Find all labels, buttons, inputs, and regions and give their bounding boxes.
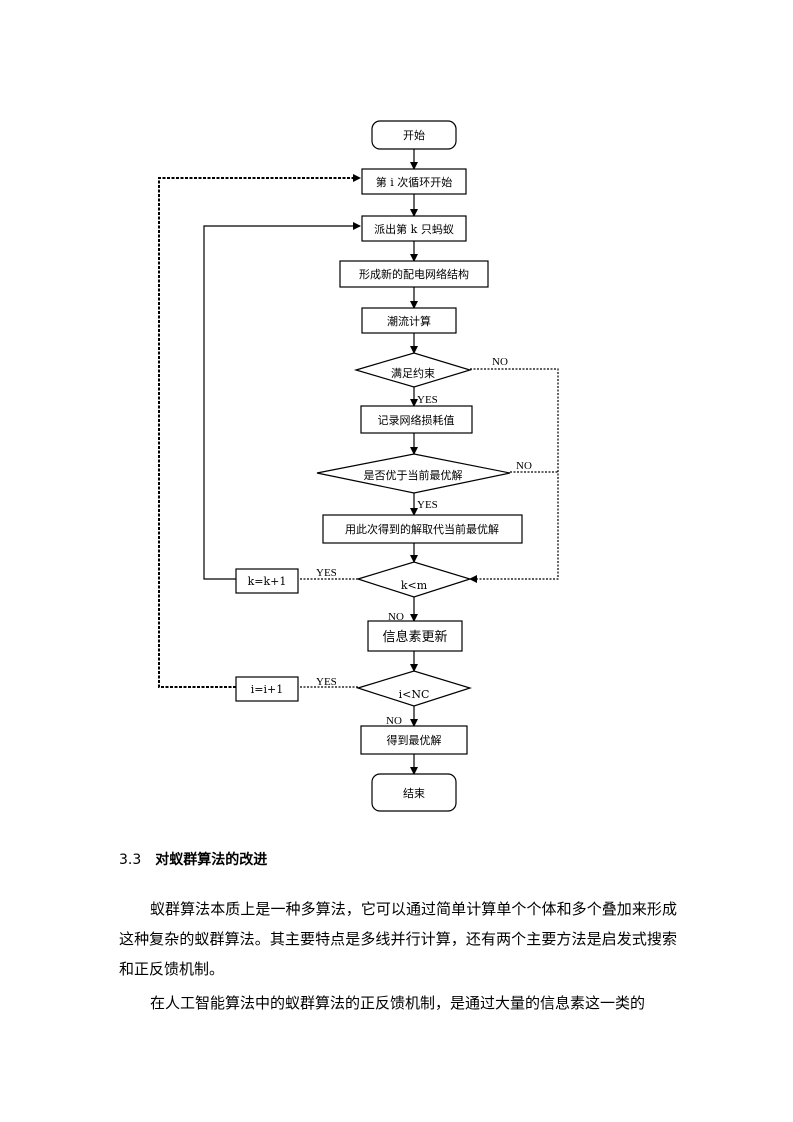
i-no-label: NO (386, 715, 402, 727)
check-constraints-node: 满足约束 (353, 352, 473, 388)
connector-i-loop-back (158, 174, 361, 688)
power-flow-label: 潮流计算 (387, 314, 431, 328)
check-k-label: k<m (401, 579, 428, 592)
ant-colony-flowchart: 开始 第 i 次循环开始 派出第 k 只蚂蚁 形成新的配电网络结构 潮流计算 满… (158, 120, 559, 812)
section-number: 3.3 (119, 852, 142, 868)
i-yes-label: YES (316, 676, 337, 688)
better-yes-label: YES (417, 499, 438, 511)
section-title: 对蚁群算法的改进 (155, 852, 268, 868)
dispatch-ant-label: 派出第 k 只蚂蚁 (374, 222, 454, 236)
power-flow-node: 潮流计算 (361, 307, 457, 334)
start-node: 开始 (371, 120, 457, 150)
connector-k-loop-back (203, 222, 361, 580)
update-pheromone-node: 信息素更新 (367, 620, 463, 652)
check-constraints-label: 满足约束 (391, 367, 435, 380)
loop-i-start-label: 第 i 次循环开始 (376, 175, 453, 189)
form-network-node: 形成新的配电网络结构 (339, 260, 489, 288)
replace-best-label: 用此次得到的解取代当前最优解 (345, 522, 499, 536)
k-increment-label: k=k+1 (248, 575, 287, 588)
check-i-label: i<NC (399, 688, 430, 701)
connector-constraint-no (469, 368, 559, 583)
record-loss-node: 记录网络损耗值 (360, 405, 473, 434)
body-paragraph: 在人工智能算法中的蚁群算法的正反馈机制，是通过大量的信息素这一类的 (150, 994, 646, 1012)
check-k-node: k<m (355, 561, 473, 598)
i-increment-node: i=i+1 (235, 676, 299, 702)
check-better-node: 是否优于当前最优解 (316, 453, 511, 494)
replace-best-node: 用此次得到的解取代当前最优解 (322, 514, 523, 544)
get-optimal-label: 得到最优解 (387, 733, 442, 747)
constraint-yes-label: YES (417, 394, 438, 406)
update-pheromone-label: 信息素更新 (382, 629, 447, 645)
body-paragraph: 蚁群算法本质上是一种多算法，它可以通过简单计算单个个体和多个叠加来形成这种复杂的… (119, 900, 677, 978)
k-no-label: NO (388, 611, 404, 623)
end-node: 结束 (371, 773, 457, 812)
end-label: 结束 (403, 787, 425, 800)
dispatch-ant-node: 派出第 k 只蚂蚁 (361, 215, 467, 242)
k-yes-label: YES (316, 567, 337, 579)
i-increment-label: i=i+1 (251, 683, 283, 696)
check-better-label: 是否优于当前最优解 (364, 468, 463, 482)
get-optimal-node: 得到最优解 (360, 725, 468, 755)
start-label: 开始 (403, 128, 425, 142)
check-i-node: i<NC (355, 670, 473, 707)
k-increment-node: k=k+1 (235, 568, 299, 594)
section-heading: 3.3 对蚁群算法的改进 (119, 849, 267, 869)
constraint-no-label: NO (492, 356, 508, 368)
better-no-label: NO (516, 460, 532, 472)
form-network-label: 形成新的配电网络结构 (359, 267, 469, 281)
loop-i-start-node: 第 i 次循环开始 (361, 168, 467, 195)
record-loss-label: 记录网络损耗值 (378, 413, 455, 427)
